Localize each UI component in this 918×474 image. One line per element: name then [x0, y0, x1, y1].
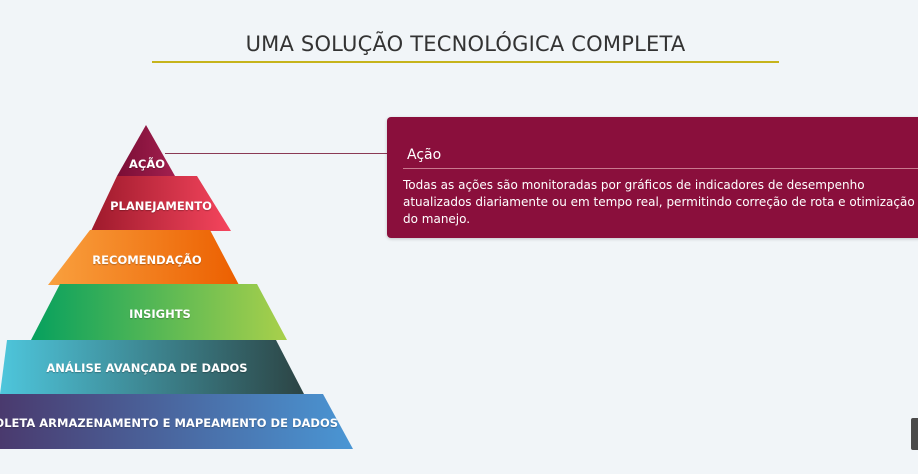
pyramid-label: RECOMENDAÇÃO: [92, 253, 202, 267]
pyramid-level-insights[interactable]: [31, 284, 287, 340]
detail-card: Ação Todas as ações são monitoradas por …: [387, 117, 918, 238]
pyramid-level-planejamento[interactable]: [91, 176, 231, 231]
detail-text: Todas as ações são monitoradas por gráfi…: [403, 178, 915, 226]
pyramid-label: AÇÃO: [128, 157, 166, 171]
pyramid-label: INSIGHTS: [129, 307, 191, 321]
page-title: UMA SOLUÇÃO TECNOLÓGICA COMPLETA: [245, 32, 686, 56]
detail-divider: [403, 168, 918, 169]
pyramid-level-acao[interactable]: [117, 125, 175, 176]
pyramid-label: ANÁLISE AVANÇADA DE DADOS: [46, 361, 248, 375]
side-nav-button[interactable]: [911, 418, 918, 450]
pyramid-label: COLETA ARMAZENAMENTO E MAPEAMENTO DE DAD…: [0, 416, 339, 430]
pyramid-level-analise[interactable]: [0, 340, 304, 394]
detail-title: Ação: [407, 147, 442, 163]
pyramid-level-coleta[interactable]: [0, 394, 353, 449]
connector-line: [165, 153, 387, 154]
pyramid-label: PLANEJAMENTO: [110, 199, 212, 213]
title-underline: [152, 61, 779, 63]
pyramid: [0, 125, 353, 449]
pyramid-level-recomendacao[interactable]: [48, 230, 239, 285]
